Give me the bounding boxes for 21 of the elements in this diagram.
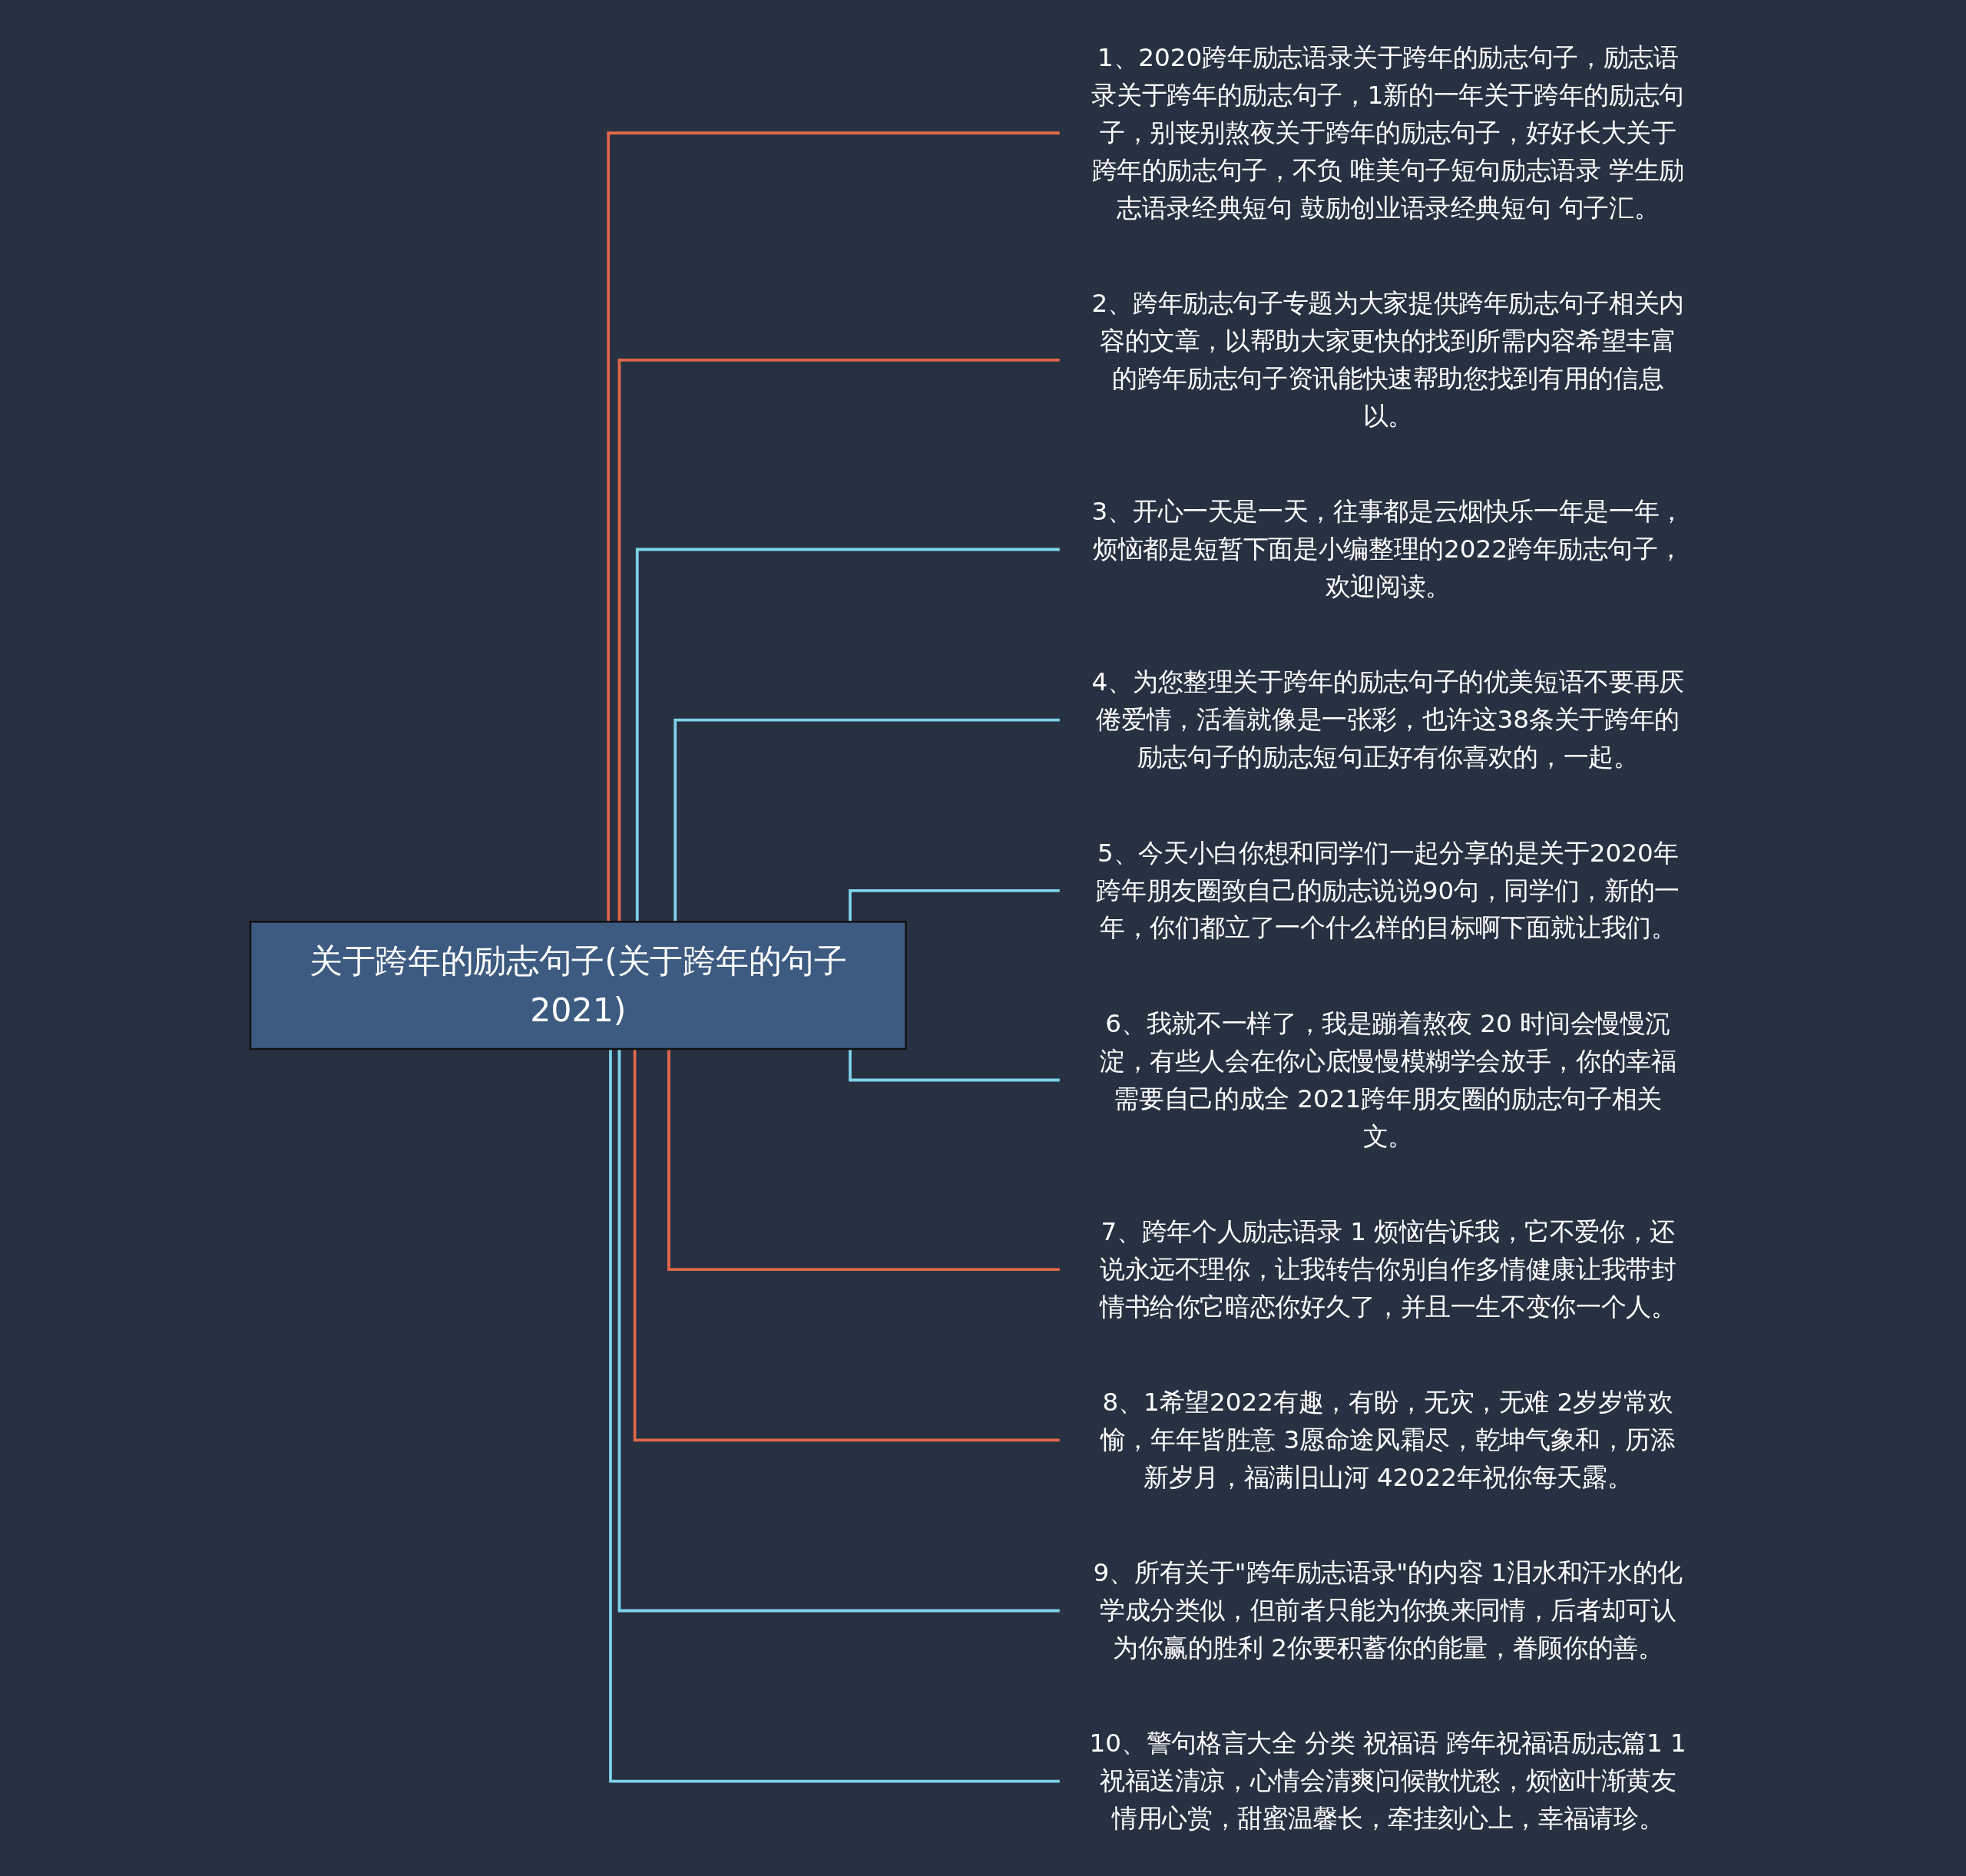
connector xyxy=(849,888,1061,921)
node-text: 4、为您整理关于跨年的励志句子的优美短语不要再厌倦爱情，活着就像是一张彩，也许这38条关于跨年的励志句子的励志短句正好有你喜欢的，一起。 xyxy=(1091,667,1684,772)
node-text: 3、开心一天是一天，往事都是云烟快乐一年是一年，烦恼都是短暂下面是小编整理的2022跨年励志句子，欢迎阅读。 xyxy=(1091,496,1684,601)
node-text: 5、今天小白你想和同学们一起分享的是关于2020年跨年朋友圈致自己的励志说说90句，同学们，新的一年，你们都立了一个什么样的目标啊下面就让我们。 xyxy=(1096,837,1680,942)
node-text: 7、跨年个人励志语录 1 烦恼告诉我，它不爱你，还说永远不理你，让我转告你别自作多情健康让我带封情书给你它暗恋你好久了，并且一生不变你一个人。 xyxy=(1099,1216,1676,1321)
connector xyxy=(667,1048,1061,1271)
connector xyxy=(633,1048,1061,1441)
connector xyxy=(609,1048,1061,1783)
node-text: 8、1希望2022有趣，有盼，无灾，无难 2岁岁常欢愉，年年皆胜意 3愿命途风霜尽，乾坤气象和，历添新岁月，福满旧山河 42022年祝你每天露。 xyxy=(1100,1387,1676,1491)
node-text: 9、所有关于"跨年励志语录"的内容 1泪水和汗水的化学成分类似，但前者只能为你换来同情，后者却可认为你赢的胜利 2你要积蓄你的能量，眷顾你的善。 xyxy=(1093,1557,1683,1663)
connector xyxy=(617,1048,1061,1612)
node-text: 6、我就不一样了，我是蹦着熬夜 20 时间会慢慢沉淀，有些人会在你心底慢慢模糊学会放手，你的幸福需要自己的成全 2021跨年朋友圈的励志句子相关文。 xyxy=(1099,1008,1676,1150)
connector xyxy=(849,1048,1061,1081)
node-text: 1、2020跨年励志语录关于跨年的励志句子，励志语录关于跨年的励志句子，1新的一年关于跨年的励志句子，别丧别熬夜关于跨年的励志句子，好好长大关于跨年的励志句子，不负 唯美句子短句励志语录 学生励志语录经典短句 鼓励创业语录经典短句 句子汇。 xyxy=(1091,42,1684,222)
connector xyxy=(674,718,1061,921)
connector xyxy=(635,548,1061,921)
node-text: 2、跨年励志句子专题为大家提供跨年励志句子相关内容的文章，以帮助大家更快的找到所需内容希望丰富的跨年励志句子资讯能快速帮助您找到有用的信息以。 xyxy=(1091,288,1684,430)
connector xyxy=(607,131,1061,921)
node-box: 关于跨年的励志句子(关于跨年的句子2021) xyxy=(249,920,907,1050)
node-text: 10、警句格言大全 分类 祝福语 跨年祝福语励志篇1 1祝福送清凉，心情会清爽问候散忧愁，烦恼叶渐黄友情用心赏，甜蜜温馨长，牵挂刻心上，幸福请珍。 xyxy=(1089,1728,1686,1833)
connector xyxy=(617,358,1061,921)
